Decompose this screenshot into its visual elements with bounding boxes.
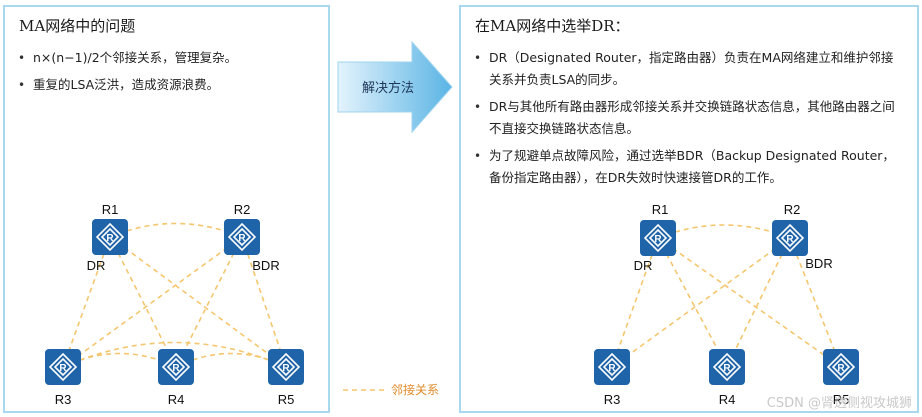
- link-r1-r4: [109, 236, 177, 368]
- link-r2-r3: [62, 236, 243, 368]
- router-label: R4: [719, 392, 736, 407]
- left-router-r5: R5: [267, 348, 305, 407]
- bdr-label: BDR: [805, 256, 832, 271]
- router-icon: [822, 348, 860, 386]
- router-icon: [593, 348, 631, 386]
- link-r2-r5: [241, 236, 287, 368]
- router-icon: [267, 348, 305, 386]
- router-label: R4: [168, 392, 185, 407]
- link-r1-r4: [657, 237, 728, 368]
- link-r3-r5: [62, 341, 287, 368]
- router-icon: [91, 218, 129, 256]
- router-label: R2: [784, 202, 801, 217]
- link-r1-r5: [109, 236, 287, 368]
- router-icon: [639, 219, 677, 257]
- left-router-r3: R3: [44, 348, 82, 407]
- left-bullet-list: n×(n−1)/2个邻接关系，管理复杂。 重复的LSA泛洪，造成资源浪费。: [17, 47, 322, 101]
- router-label: R5: [833, 392, 850, 407]
- router-icon: [44, 348, 82, 386]
- right-router-r5: R5: [822, 348, 860, 407]
- arrow-label: 解决方法: [362, 80, 414, 96]
- dr-label: DR: [634, 258, 653, 273]
- right-panel: 在MA网络中选举DR： DR（Designated Router，指定路由器）负…: [459, 5, 919, 413]
- router-icon: [708, 348, 746, 386]
- right-router-r1: R1 DR: [634, 202, 677, 273]
- right-bullet-list: DR（Designated Router，指定路由器）负责在MA网络建立和维护邻…: [473, 47, 903, 194]
- left-panel: MA网络中的问题 n×(n−1)/2个邻接关系，管理复杂。 重复的LSA泛洪，造…: [3, 5, 330, 413]
- left-router-r2: R2 BDR: [223, 202, 280, 273]
- router-icon: [157, 348, 195, 386]
- link-r1-r2: [109, 222, 243, 238]
- right-bullet-item: 为了规避单点故障风险，通过选举BDR（Backup Designated Rou…: [473, 145, 903, 189]
- router-icon: [771, 219, 809, 257]
- dr-label: DR: [87, 258, 106, 273]
- link-r2-r3: [611, 237, 791, 368]
- watermark: CSDN @肾透侧视攻城狮: [767, 396, 912, 411]
- router-label: R3: [604, 392, 621, 407]
- router-label: R5: [278, 392, 295, 407]
- left-bullet-item: 重复的LSA泛洪，造成资源浪费。: [17, 74, 322, 96]
- link-r1-r3: [62, 236, 111, 368]
- link-r1-r3: [611, 237, 659, 368]
- bdr-label: BDR: [252, 258, 279, 273]
- left-router-r1: R1 DR: [87, 202, 129, 273]
- left-bullet-item: n×(n−1)/2个邻接关系，管理复杂。: [17, 47, 322, 69]
- link-r1-r5: [657, 237, 842, 368]
- legend-label: 邻接关系: [391, 382, 439, 397]
- right-bullet-item: DR与其他所有路由器形成邻接关系并交换链路状态信息，其他路由器之间不直接交换链路…: [473, 96, 903, 140]
- link-r1-r2: [657, 224, 791, 239]
- right-router-r3: R3: [593, 348, 631, 407]
- router-label: R1: [652, 202, 669, 217]
- right-router-r2: R2 BDR: [771, 202, 833, 271]
- right-bullet-item: DR（Designated Router，指定路由器）负责在MA网络建立和维护邻…: [473, 47, 903, 91]
- link-r2-r4: [175, 236, 243, 368]
- left-router-r4: R4: [157, 348, 195, 407]
- right-panel-title: 在MA网络中选举DR：: [475, 17, 630, 35]
- router-label: R3: [55, 392, 72, 407]
- router-label: R1: [102, 202, 119, 217]
- left-panel-title: MA网络中的问题: [19, 17, 136, 35]
- right-router-r4: R4: [708, 348, 746, 407]
- router-label: R2: [234, 202, 251, 217]
- solution-arrow: 解决方法: [337, 40, 453, 134]
- legend: 邻接关系: [343, 382, 439, 397]
- router-icon: [223, 218, 261, 256]
- link-r2-r4: [726, 237, 791, 368]
